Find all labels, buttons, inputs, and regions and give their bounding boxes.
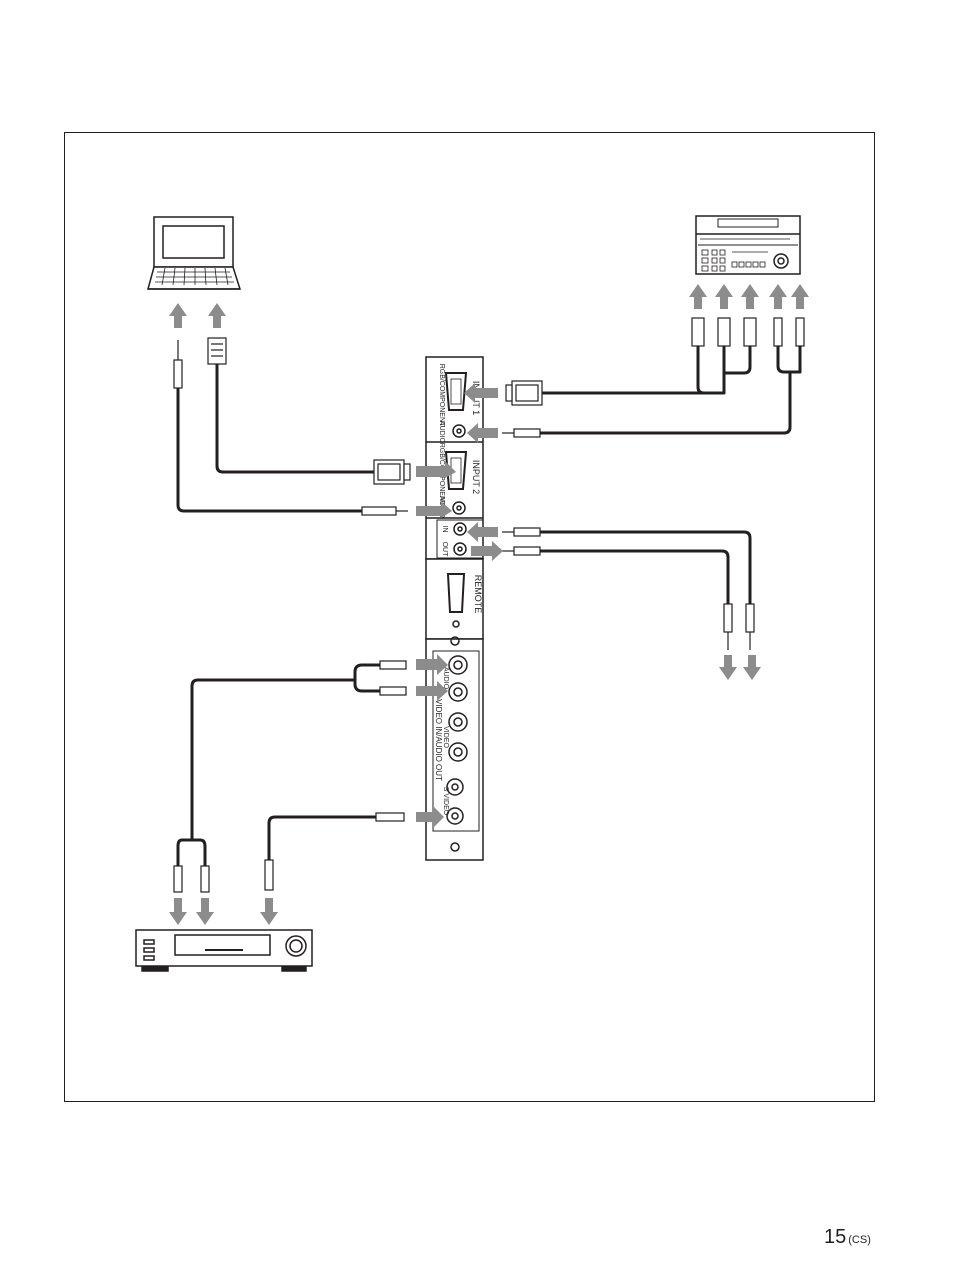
label-remote: REMOTE [473, 575, 483, 614]
cables [176, 346, 802, 866]
label-input2: INPUT 2 [471, 460, 481, 494]
signal-arrows [169, 284, 809, 925]
plugs [173, 317, 805, 893]
label-video-in-audio-out: VIDEO IN/AUDIO OUT [434, 699, 443, 781]
rgb-plug-laptop [207, 337, 227, 365]
professional-vtr [695, 215, 801, 275]
diagram-frame [64, 132, 875, 1102]
audio-plug-laptop [173, 359, 183, 389]
label-video: VIDEO [442, 726, 449, 748]
page-number: 15(CS) [824, 1226, 871, 1249]
arrow-up-laptop-audio [169, 303, 187, 328]
home-vcr [135, 929, 313, 972]
page-number-suffix: (CS) [848, 1234, 871, 1246]
laptop-computer [147, 216, 242, 290]
label-audio-3: AUDIO [442, 667, 449, 690]
label-control-out: OUT [441, 542, 448, 558]
page-number-value: 15 [824, 1226, 847, 1248]
arrow-up-laptop-rgb [208, 303, 226, 328]
label-control-in: IN [441, 526, 448, 533]
label-s-video: S VIDEO [442, 787, 449, 816]
label-rgb-component-1: RGB/COMPONENT [438, 364, 445, 427]
label-audio-1: AUDIO [438, 421, 445, 444]
